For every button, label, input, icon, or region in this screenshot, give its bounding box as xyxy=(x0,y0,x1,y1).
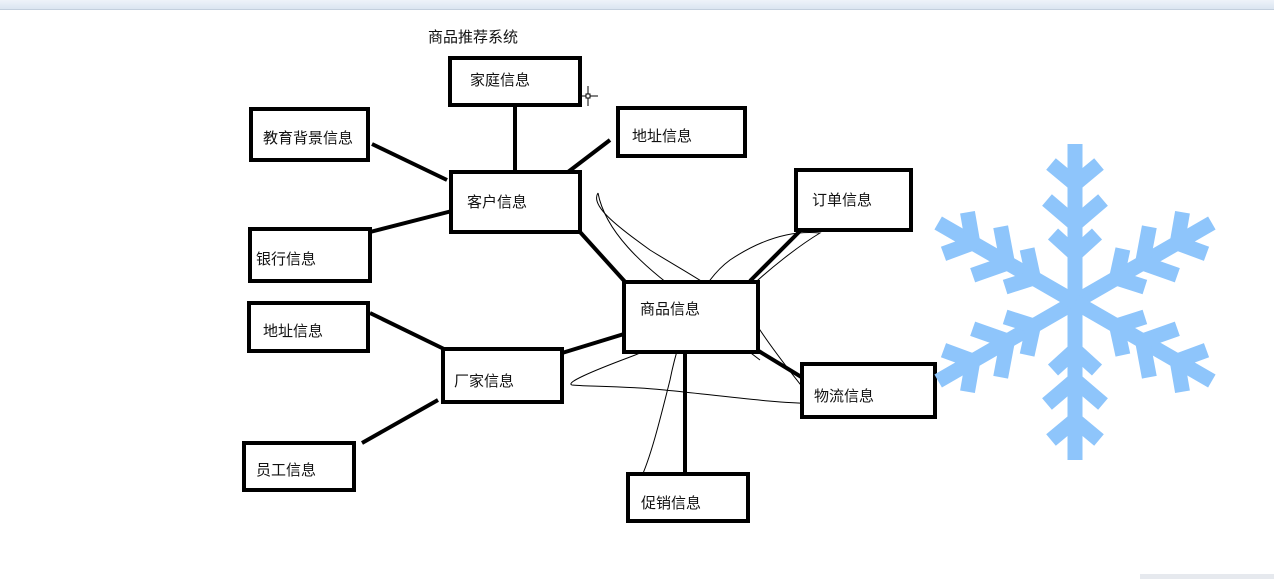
window-bottom-edge xyxy=(1140,574,1274,579)
edge-address-manufacturer xyxy=(369,311,445,351)
crosshair-cursor-icon xyxy=(578,86,598,106)
diagram-title: 商品推荐系统 xyxy=(428,28,519,46)
edge-employee-manufacturer xyxy=(361,398,439,445)
edge-customer-product xyxy=(578,230,629,286)
node-label: 订单信息 xyxy=(812,191,873,209)
node-label: 地址信息 xyxy=(632,127,693,145)
node-logistics-info[interactable]: 物流信息 xyxy=(800,362,937,419)
edge-address-customer xyxy=(566,138,612,174)
edge-bank-customer xyxy=(369,209,453,234)
node-label: 商品信息 xyxy=(640,300,701,318)
node-address-info-customer[interactable]: 地址信息 xyxy=(616,106,747,158)
node-label: 物流信息 xyxy=(814,387,875,405)
node-customer-info[interactable]: 客户信息 xyxy=(449,170,582,234)
node-label: 客户信息 xyxy=(467,193,528,211)
node-family-info[interactable]: 家庭信息 xyxy=(448,56,582,107)
node-employee-info[interactable]: 员工信息 xyxy=(242,441,356,492)
snowflake-icon xyxy=(930,140,1220,465)
node-label: 员工信息 xyxy=(256,461,317,479)
node-label: 地址信息 xyxy=(263,322,324,340)
node-label: 厂家信息 xyxy=(454,372,515,390)
window-toolbar-strip xyxy=(0,0,1274,10)
edge-order-product xyxy=(748,229,802,283)
node-order-info[interactable]: 订单信息 xyxy=(794,168,913,232)
edge-education-customer xyxy=(371,142,448,182)
node-promotion-info[interactable]: 促销信息 xyxy=(626,472,750,523)
node-education-info[interactable]: 教育背景信息 xyxy=(249,107,370,162)
node-label: 促销信息 xyxy=(641,494,702,512)
node-label: 银行信息 xyxy=(256,250,317,268)
edge-manufacturer-product xyxy=(561,332,625,355)
node-bank-info[interactable]: 银行信息 xyxy=(248,227,372,283)
edge-product-logistics xyxy=(755,348,805,380)
node-product-info[interactable]: 商品信息 xyxy=(622,280,760,354)
node-label: 教育背景信息 xyxy=(263,129,354,147)
node-label: 家庭信息 xyxy=(470,71,531,89)
node-address-info-manufacturer[interactable]: 地址信息 xyxy=(247,301,370,353)
node-manufacturer-info[interactable]: 厂家信息 xyxy=(441,347,564,404)
